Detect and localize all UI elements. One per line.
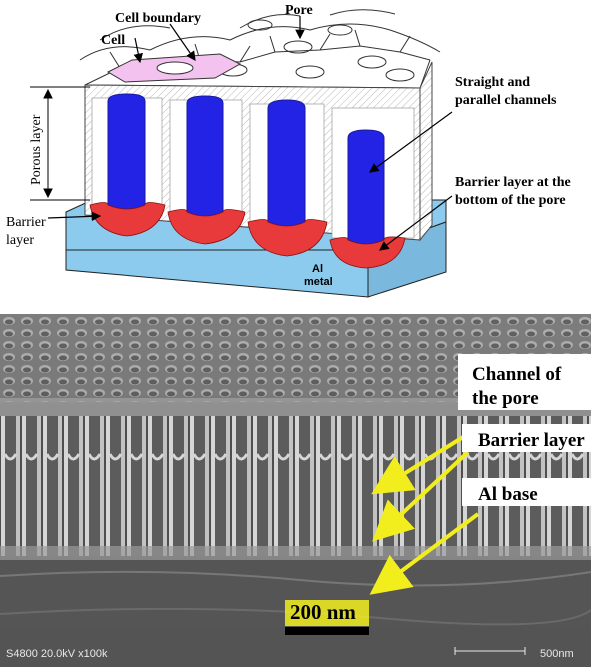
porous-layer-dimension bbox=[30, 86, 90, 201]
label-porous-layer: Porous layer bbox=[29, 114, 44, 185]
label-barrier-layer-line1: Barrier bbox=[6, 215, 46, 230]
pore-column-1 bbox=[89, 93, 166, 237]
label-barrier-bottom-line1: Barrier layer at the bbox=[455, 175, 571, 190]
label-barrier-bottom-line2: bottom of the pore bbox=[455, 193, 566, 208]
label-pore: Pore bbox=[285, 3, 313, 18]
sem-label-channel-line1: Channel of bbox=[472, 364, 562, 385]
sem-arrows bbox=[369, 432, 480, 595]
sem-label-barrier: Barrier layer bbox=[478, 430, 585, 451]
sem-info-scale: 500nm bbox=[454, 647, 574, 660]
sem-edge-band bbox=[0, 398, 591, 416]
label-straight-channels-line2: parallel channels bbox=[455, 93, 557, 108]
sem-label-al-base: Al base bbox=[478, 484, 538, 505]
label-al-line1: Al bbox=[312, 263, 323, 275]
label-barrier-layer-line2: layer bbox=[6, 233, 34, 248]
sem-label-channel-line2: the pore bbox=[472, 388, 539, 409]
anodic-alumina-schematic: Cell boundary Pore Cell Straight and par… bbox=[6, 3, 571, 298]
sem-micrograph: Channel of the pore Barrier layer Al bas… bbox=[0, 314, 591, 667]
label-cell-boundary: Cell boundary bbox=[115, 11, 201, 26]
label-straight-channels-line1: Straight and bbox=[455, 75, 530, 90]
scale-bar: 200 nm bbox=[285, 600, 369, 635]
label-al-line2: metal bbox=[304, 276, 333, 288]
sem-barrier-band bbox=[0, 546, 591, 560]
scale-bar-label: 200 nm bbox=[290, 600, 356, 624]
highlighted-cell bbox=[106, 53, 242, 83]
label-cell: Cell bbox=[101, 33, 125, 48]
pore-column-4 bbox=[329, 107, 415, 269]
pore-column-3 bbox=[247, 99, 328, 257]
sem-info-right: 500nm bbox=[540, 648, 574, 660]
sem-info-left: S4800 20.0kV x100k bbox=[6, 648, 108, 660]
leader-lines bbox=[47, 16, 453, 251]
pore-column-2 bbox=[167, 95, 246, 245]
